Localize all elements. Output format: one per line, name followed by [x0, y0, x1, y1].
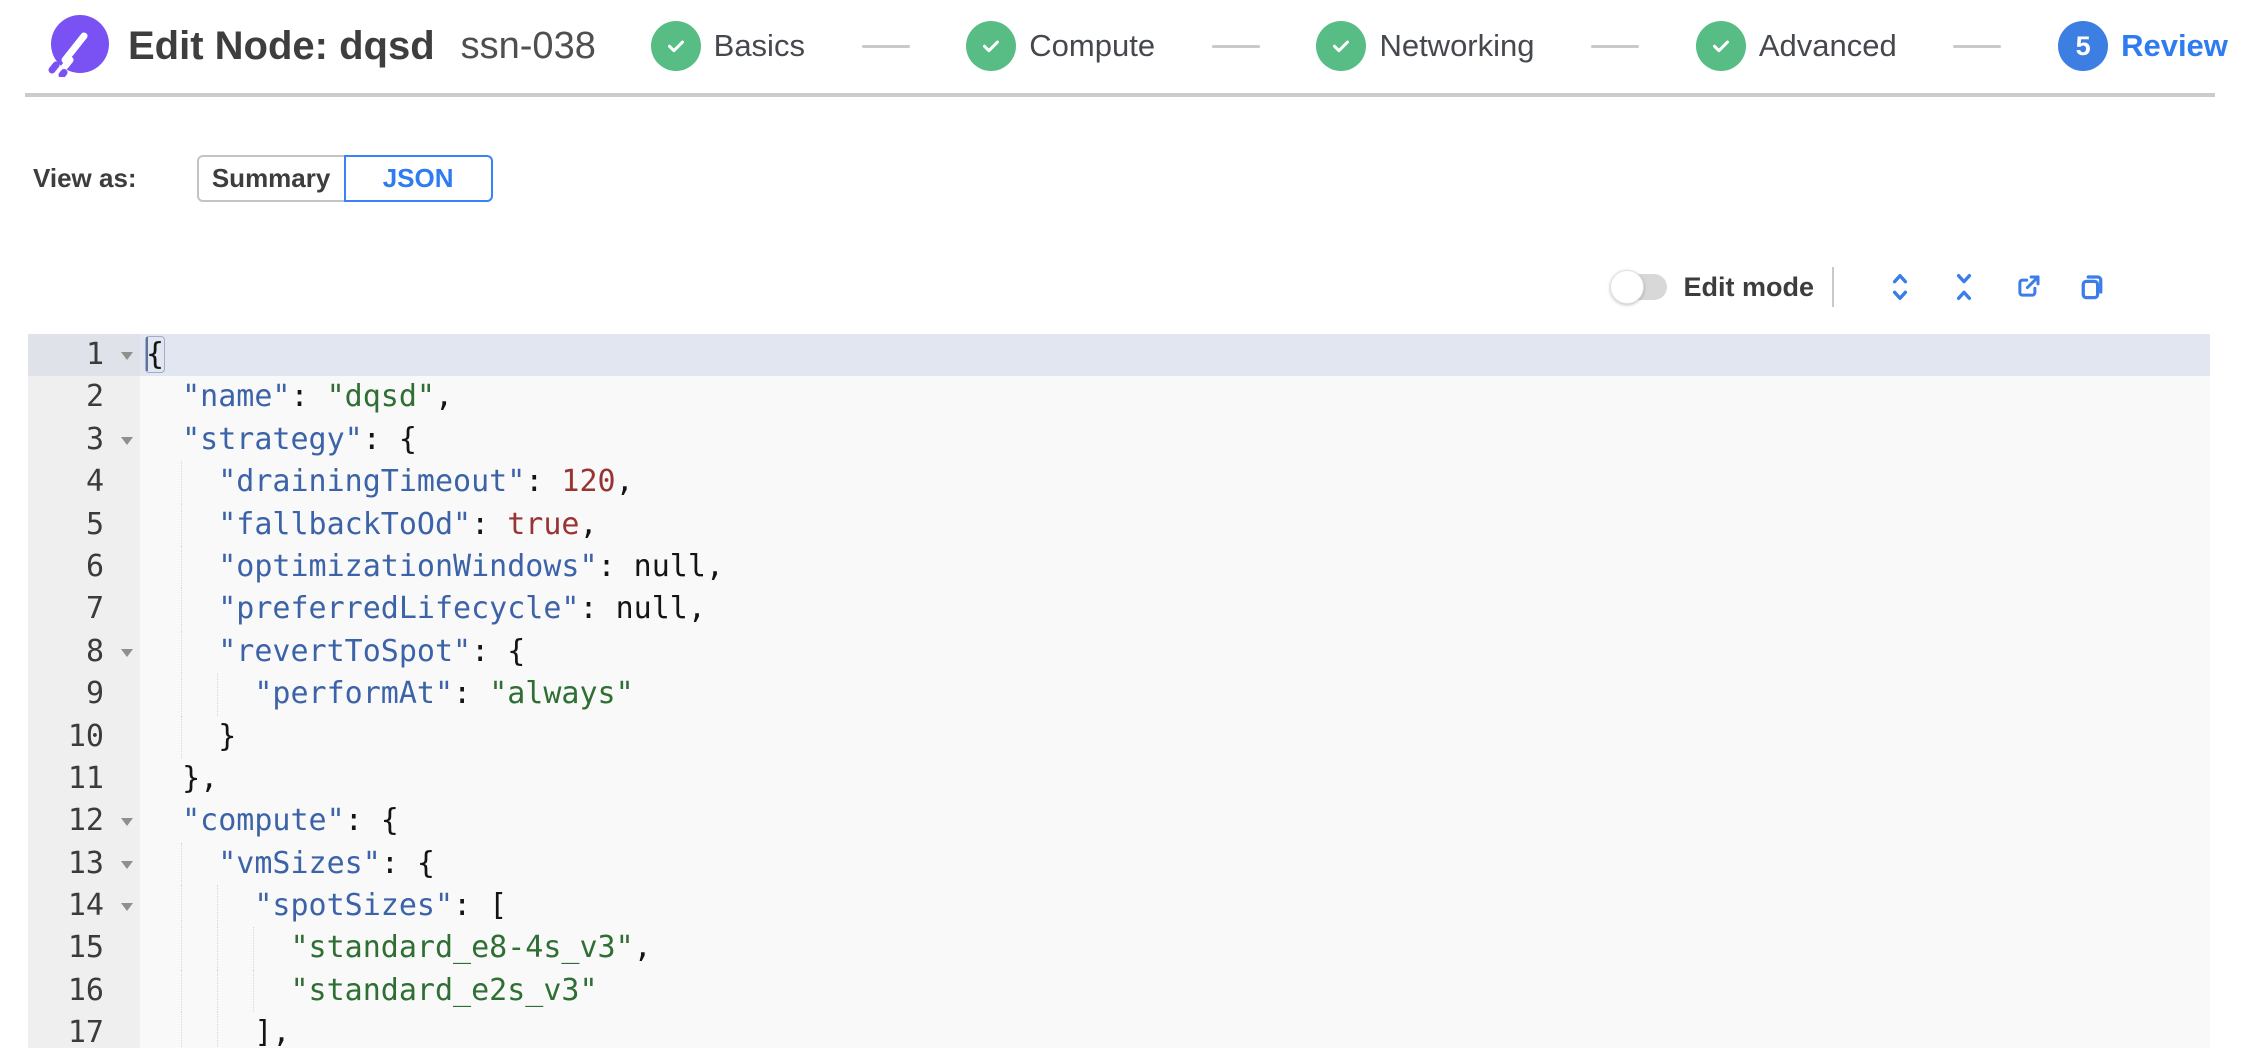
code-line-6: "optimizationWindows": null, — [146, 545, 2210, 589]
collapse-all-icon — [1956, 274, 1972, 300]
gutter-line-9: 9 — [85, 676, 104, 712]
gutter-line-7: 7 — [85, 591, 104, 627]
copy-button[interactable] — [2072, 267, 2112, 307]
gutter-line-10: 10 — [67, 718, 104, 754]
code-line-4: "drainingTimeout": 120, — [146, 461, 2210, 504]
code-line-14: "spotSizes": [ — [146, 885, 2210, 928]
fold-toggle-line-3[interactable] — [121, 436, 133, 445]
gutter-line-17: 17 — [67, 1015, 104, 1048]
code-line-9: "performAt": "always" — [146, 673, 2210, 716]
toolbar-divider — [1832, 267, 1834, 307]
check-icon — [1712, 40, 1729, 53]
fold-toggle-line-8[interactable] — [121, 648, 133, 657]
gutter-line-3: 3 — [28, 419, 140, 461]
spot-logo-icon — [48, 15, 109, 77]
node-id-clip: ssn-038 — [461, 25, 619, 68]
gutter-line-1: 1 — [28, 334, 140, 377]
step-basics-circle — [650, 21, 701, 71]
gutter-line-14: 14 — [28, 885, 140, 927]
code-line-7: "preferredLifecycle": null, — [146, 588, 2210, 631]
step-connector — [1953, 44, 2002, 48]
export-button[interactable] — [2008, 267, 2048, 307]
fold-toggle-line-12[interactable] — [121, 818, 133, 827]
check-icon — [983, 40, 1000, 53]
step-compute[interactable]: Compute — [966, 21, 1155, 71]
code-line-10: } — [146, 715, 2210, 758]
gutter-line-15: 15 — [67, 930, 104, 966]
check-icon — [1333, 40, 1350, 53]
code-line-11: }, — [182, 760, 219, 796]
step-connector — [1211, 44, 1260, 48]
toggle-knob — [1610, 270, 1645, 304]
header-divider — [25, 93, 2215, 97]
wizard-stepper: Basics Compute Networking — [650, 21, 2228, 71]
check-icon — [667, 40, 684, 53]
view-as-segmented-control: Summary JSON — [196, 155, 493, 202]
copy-icon — [2081, 275, 2103, 300]
step-networking[interactable]: Networking — [1316, 21, 1535, 71]
expand-all-icon — [1892, 274, 1908, 300]
view-as-label: View as: — [33, 163, 137, 193]
gutter-line-4: 4 — [85, 464, 104, 500]
step-basics[interactable]: Basics — [650, 21, 805, 71]
step-connector — [861, 44, 910, 48]
step-compute-circle — [966, 21, 1017, 71]
code-line-13: "vmSizes": { — [146, 842, 2210, 886]
code-line-8: "revertToSpot": { — [146, 630, 2210, 674]
code-line-5: "fallbackToOd": true, — [146, 503, 2210, 546]
page-title: Edit Node: dqsd — [128, 23, 435, 68]
step-connector — [1591, 44, 1640, 48]
code-line-1: { — [140, 334, 2210, 377]
step-review-circle: 5 — [2058, 21, 2109, 71]
text-cursor — [146, 336, 148, 371]
node-id: ssn-038 — [460, 24, 596, 67]
code-line-2: "name": "dqsd", — [182, 379, 454, 415]
code-line-3: "strategy": { — [182, 421, 417, 457]
editor-code: { "name": "dqsd", "strategy": { "drainin… — [140, 334, 2210, 1048]
edit-mode-label: Edit mode — [1683, 271, 1814, 302]
code-line-16: "standard_e2s_v3" — [146, 969, 2210, 1013]
fold-toggle-line-13[interactable] — [121, 860, 133, 869]
expand-all-button[interactable] — [1880, 267, 1920, 307]
gutter-line-11: 11 — [67, 760, 104, 796]
gutter-line-2: 2 — [85, 379, 104, 415]
fold-toggle-line-14[interactable] — [121, 903, 133, 912]
gutter-line-8: 8 — [28, 631, 140, 673]
gutter-line-6: 6 — [85, 548, 104, 584]
summary-tab-button[interactable]: Summary — [196, 155, 346, 202]
export-icon — [2018, 275, 2040, 297]
step-networking-circle — [1316, 21, 1367, 71]
json-toolbar: Edit mode — [1610, 262, 2112, 312]
fold-toggle-line-1[interactable] — [121, 352, 133, 361]
gutter-line-5: 5 — [85, 506, 104, 542]
step-advanced[interactable]: Advanced — [1695, 21, 1897, 71]
step-review[interactable]: 5 Review — [2058, 21, 2228, 71]
view-as-row: View as: Summary JSON — [33, 155, 493, 202]
code-line-15: "standard_e8-4s_v3", — [146, 927, 2210, 970]
wizard-header: Edit Node: dqsd ssn-038 Basics Compute — [0, 0, 2250, 92]
code-line-12: "compute": { — [182, 803, 399, 839]
json-tab-button[interactable]: JSON — [343, 155, 493, 202]
gutter-line-12: 12 — [28, 800, 140, 842]
code-line-17: ], — [146, 1012, 2210, 1048]
gutter-line-16: 16 — [67, 972, 104, 1008]
collapse-all-button[interactable] — [1944, 267, 1984, 307]
edit-mode-toggle[interactable] — [1610, 270, 1668, 304]
gutter-line-13: 13 — [28, 843, 140, 885]
step-advanced-circle — [1695, 21, 1746, 71]
